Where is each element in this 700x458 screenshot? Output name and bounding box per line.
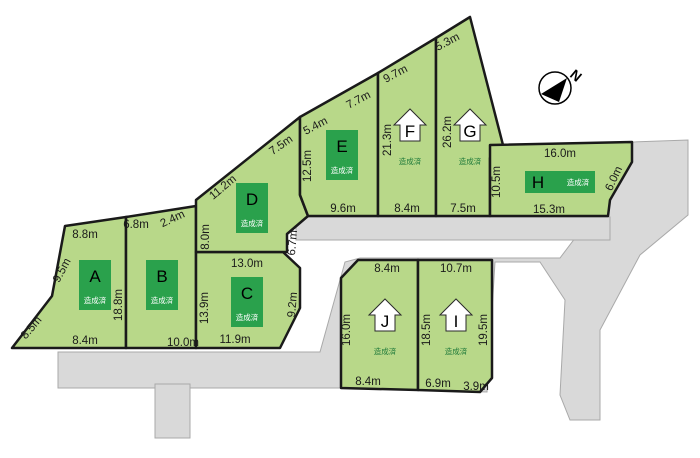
lot-D-dimension: 8.0m [200, 224, 212, 250]
lot-G-status-text: 造成済 [459, 156, 482, 166]
lot-A-dimension: 8.8m [72, 229, 98, 241]
lot-C-label: C [241, 284, 253, 303]
lot-I-status-text: 造成済 [445, 346, 468, 356]
lot-A-dimension: 8.4m [72, 335, 98, 347]
lot-F-label: F [405, 122, 415, 141]
lot-J-dimension: 8.4m [374, 263, 400, 275]
lot-E-status-badge [326, 130, 358, 180]
lot-J-house-icon [367, 298, 403, 332]
lot-B-dimension: 10.0m [167, 337, 199, 349]
lot-B-status-text: 造成済 [151, 295, 174, 305]
lot-B-dimension: 6.8m [123, 219, 149, 231]
lot-B-label: B [156, 267, 167, 286]
lot-G-label: G [463, 122, 476, 141]
lot-C-status-badge [231, 277, 263, 327]
lot-F-dimension: 21.3m [382, 124, 394, 156]
lot-I-label: I [454, 312, 459, 331]
road-upper-stub [295, 216, 611, 241]
lot-F-status-text: 造成済 [399, 156, 422, 166]
lot-C-status-text: 造成済 [236, 312, 259, 322]
north-arrow-icon: N [538, 66, 585, 105]
lot-C-dimension: 13.0m [231, 258, 263, 270]
lot-D-dimension: 6.7m [286, 229, 300, 256]
lot-E-label: E [336, 137, 347, 156]
lot-I-dimension: 18.5m [421, 314, 433, 346]
lot-A[interactable] [10, 215, 128, 350]
lot-H-label: H [532, 173, 544, 192]
lot-D-status-text: 造成済 [241, 218, 264, 228]
lot-F-dimension: 8.4m [394, 203, 420, 215]
lot-J-dimension: 8.4m [355, 376, 381, 388]
lot-D-label: D [246, 190, 258, 209]
lot-C-dimension: 11.9m [219, 334, 250, 346]
lot-A-status-text: 造成済 [84, 295, 107, 305]
lot-B-status-badge [146, 260, 178, 310]
lot-C-dimension: 13.9m [199, 292, 211, 324]
lot-I-dimension: 3.9m [463, 381, 489, 393]
lot-C-dimension: 9.2m [286, 291, 300, 318]
lot-G-dimension: 26.2m [442, 116, 454, 148]
lot-J-status-text: 造成済 [374, 346, 397, 356]
lot-I-dimension: 19.5m [478, 314, 490, 346]
lot-E-status-text: 造成済 [331, 165, 354, 175]
lot-E-dimension: 9.6m [330, 203, 356, 215]
lot-G-house-icon [452, 108, 488, 142]
lot-C-annotations: C 造成済 13.0m 13.9m 9.2m 11.9m [199, 258, 300, 346]
lot-I-dimension: 10.7m [440, 263, 472, 275]
lot-E-dimension: 12.5m [302, 150, 314, 182]
road-south-spur [154, 383, 191, 439]
lot-J-label: J [381, 312, 390, 331]
lot-A-dimension: 18.8m [113, 289, 125, 321]
lot-I-annotations: I 造成済 10.7m 18.5m 19.5m 6.9m 3.9m [421, 263, 490, 393]
lot-G-dimension: 7.5m [450, 203, 476, 215]
lot-J-dimension: 16.0m [341, 314, 353, 346]
lot-A-status-badge [79, 260, 111, 310]
lot-H-status-text: 造成済 [567, 177, 590, 187]
lot-I-house-icon [438, 298, 474, 332]
lot-H-dimension: 15.3m [533, 204, 565, 216]
lot-H-dimension: 10.5m [491, 166, 503, 198]
lot-H-dimension: 16.0m [544, 148, 576, 160]
lot-H-status-badge [525, 171, 595, 193]
lot-F-house-icon [392, 108, 428, 142]
lot-A-label: A [89, 267, 101, 286]
lot-D-status-badge [236, 183, 268, 233]
lot-I-dimension: 6.9m [425, 378, 451, 390]
lot-J-annotations: J 造成済 8.4m 16.0m 8.4m [341, 263, 403, 388]
